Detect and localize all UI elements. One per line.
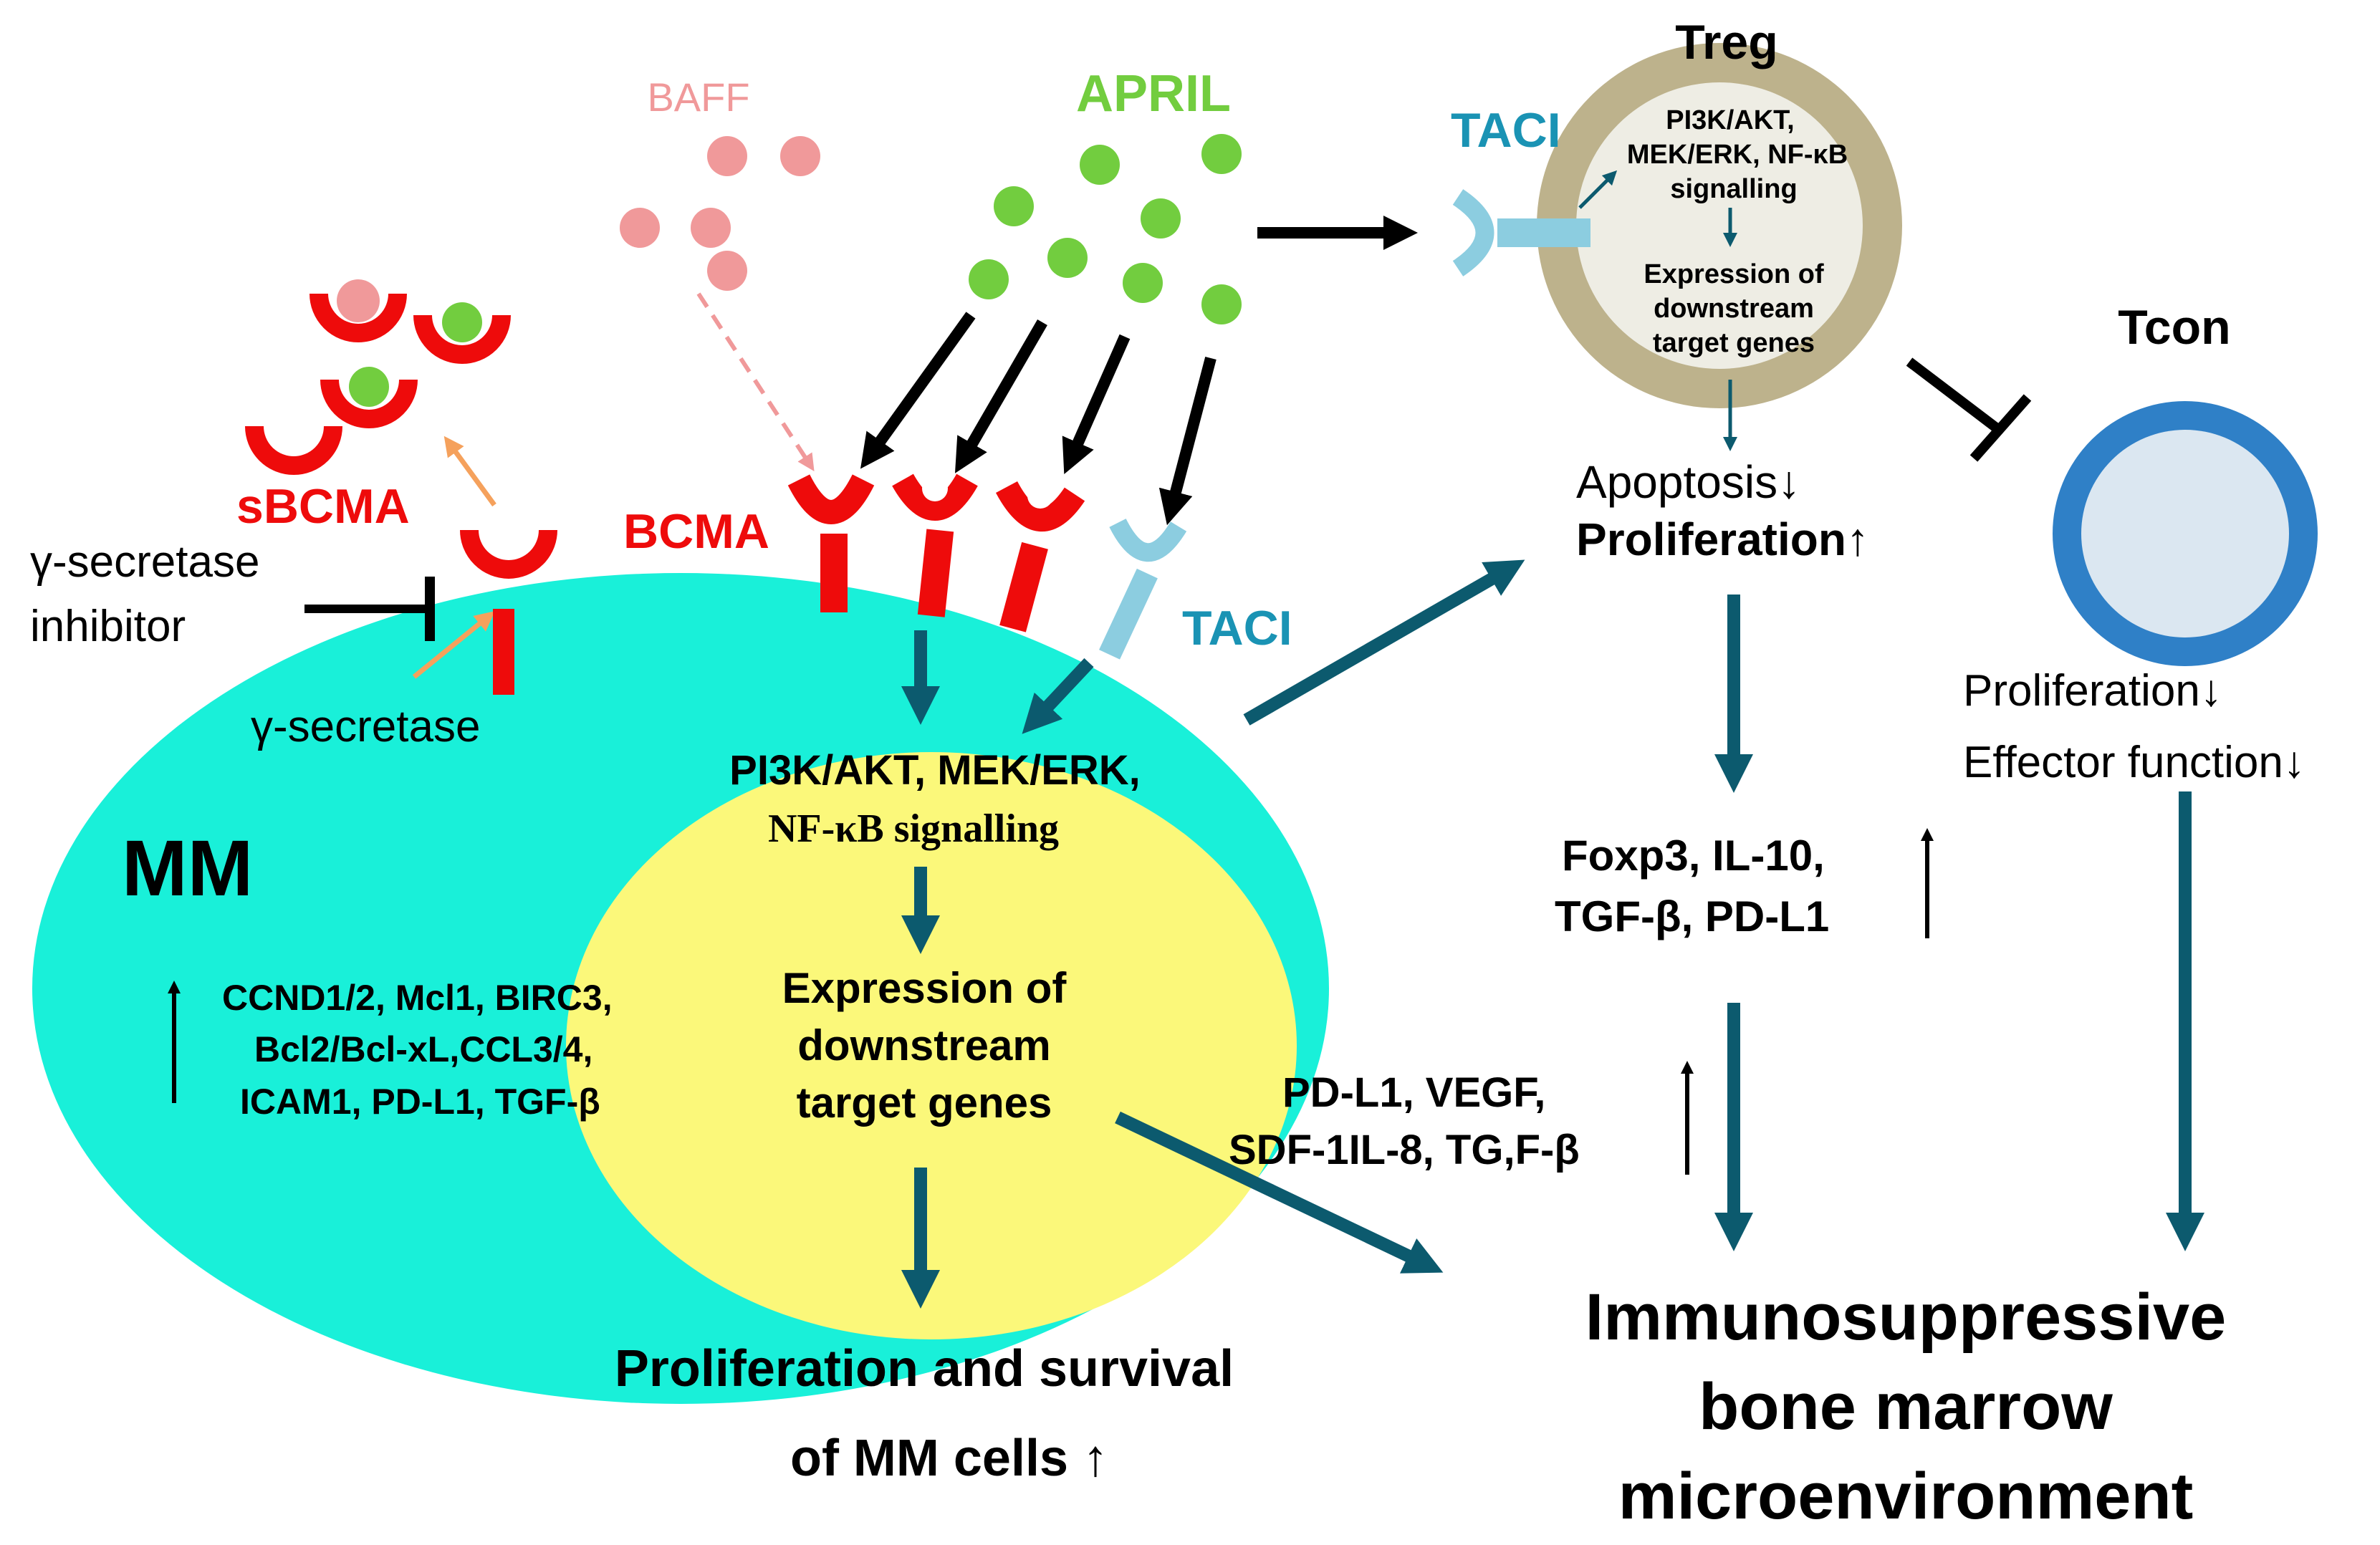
april-label: APRIL bbox=[1076, 65, 1231, 122]
treg-signalling-line3: signalling bbox=[1670, 174, 1797, 204]
taci-receptor-treg bbox=[1452, 189, 1590, 276]
mm-expression-line3: target genes bbox=[797, 1079, 1052, 1127]
treg-inhibits-tcon-line bbox=[1906, 357, 2002, 434]
mm-expression-line1: Expression of bbox=[782, 964, 1067, 1012]
secretase-inhibitor-line2: inhibitor bbox=[30, 602, 186, 651]
genes-line2: Bcl2/Bcl-xL,CCL3/4, bbox=[254, 1029, 592, 1069]
sbcma-label: sBCMA bbox=[236, 479, 410, 534]
bcma-receptor bbox=[787, 474, 875, 612]
bcma-receptor bbox=[995, 481, 1085, 632]
sbcma-fragments bbox=[245, 279, 557, 579]
mm-outcome-line2: of MM cells ↑ bbox=[790, 1430, 1108, 1487]
taci-mm-label: TACI bbox=[1182, 601, 1292, 655]
secretase-inhibitor-line1: γ-secretase bbox=[30, 537, 259, 587]
secretase-arrow bbox=[412, 611, 495, 679]
treg-apoptosis: Apoptosis↓ bbox=[1576, 456, 1800, 508]
tcon-effector: Effector function↓ bbox=[1963, 738, 2305, 787]
shedding-arrow bbox=[443, 435, 496, 507]
taci-to-signalling-arrow bbox=[1022, 658, 1094, 734]
treg-signalling-line2: MEK/ERK, NF-κB bbox=[1627, 140, 1848, 170]
treg-internal-arrow-1 bbox=[1578, 170, 1618, 209]
mm-expression-line2: downstream bbox=[797, 1021, 1050, 1069]
treg-inhibits-tcon-bar bbox=[1969, 394, 2032, 462]
mm-label: MM bbox=[122, 824, 253, 913]
genes-line3: ICAM1, PD-L1, TGF-β bbox=[240, 1082, 600, 1122]
treg-title: Treg bbox=[1675, 15, 1778, 69]
tcon-proliferation: Proliferation↓ bbox=[1963, 666, 2222, 716]
secretase-label: γ-secretase bbox=[251, 702, 480, 751]
april-ligands bbox=[969, 134, 1242, 324]
mm-to-treg-arrow bbox=[1243, 559, 1525, 726]
secreted-line2: SDF-1IL-8, TG,F-β bbox=[1229, 1127, 1580, 1173]
taci-treg-label: TACI bbox=[1451, 103, 1561, 158]
taci-receptor-mm bbox=[1099, 518, 1187, 660]
bcma-receptor bbox=[892, 473, 978, 617]
bcma-label: BCMA bbox=[623, 504, 769, 559]
cleaved-bcma-stalk bbox=[493, 609, 514, 695]
bm-outcome-line2: bone marrow bbox=[1699, 1370, 2113, 1443]
genes-line1: CCND1/2, Mcl1, BIRC3, bbox=[222, 978, 613, 1018]
baff-ligands bbox=[620, 136, 820, 291]
tcon-inner bbox=[2081, 430, 2289, 637]
mm-nucleus bbox=[566, 752, 1297, 1339]
treg-expression-line1: Expression of bbox=[1644, 259, 1824, 289]
mm-outcome-line1: Proliferation and survival bbox=[615, 1340, 1234, 1397]
bm-outcome-line1: Immunosuppressive bbox=[1585, 1281, 2227, 1354]
tcon-title: Tcon bbox=[2118, 300, 2230, 355]
treg-inner bbox=[1576, 82, 1863, 369]
mm-signalling-line2: NF-κB signalling bbox=[768, 807, 1059, 851]
expression-to-bm-arrow bbox=[1115, 1111, 1444, 1274]
april-binding-arrows bbox=[860, 312, 1217, 526]
mm-signalling-line1: PI3K/AKT, MEK/ERK, bbox=[729, 747, 1141, 794]
baff-to-bcma-arrow bbox=[696, 292, 815, 472]
treg-expression-line3: target genes bbox=[1653, 328, 1815, 358]
treg-signalling-line1: PI3K/AKT, bbox=[1666, 105, 1794, 135]
secreted-line1: PD-L1, VEGF, bbox=[1282, 1069, 1545, 1116]
treg-expression-line2: downstream bbox=[1654, 294, 1814, 324]
baff-label: BAFF bbox=[647, 74, 749, 120]
treg-markers-line2: TGF-β, PD-L1 bbox=[1555, 892, 1829, 940]
bm-outcome-line3: microenvironment bbox=[1618, 1460, 2194, 1533]
treg-proliferation: Proliferation↑ bbox=[1576, 514, 1869, 565]
treg-markers-line1: Foxp3, IL-10, bbox=[1562, 832, 1825, 880]
